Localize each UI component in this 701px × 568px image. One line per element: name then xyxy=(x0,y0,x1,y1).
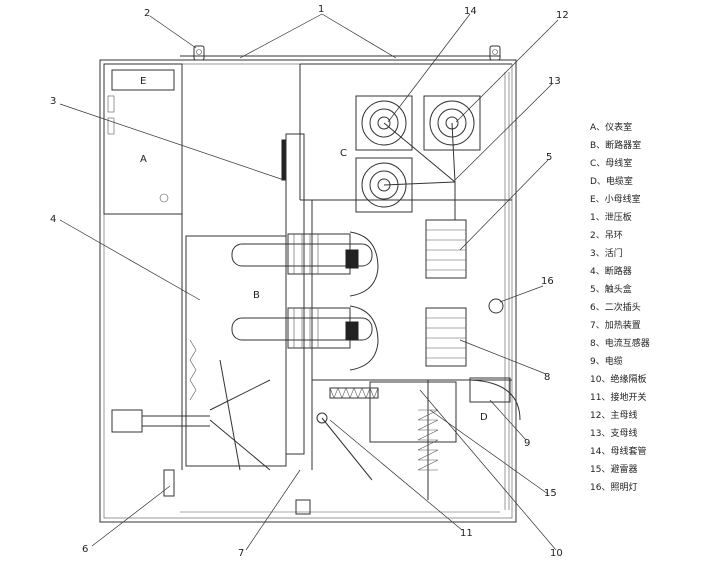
legend-item: 6、二次插头 xyxy=(590,301,641,313)
legend-item: A、仪表室 xyxy=(590,121,632,133)
circuit-breaker xyxy=(111,231,379,471)
partitions xyxy=(181,63,512,510)
callout-10: 10 xyxy=(550,548,563,559)
callout-4: 4 xyxy=(50,214,56,225)
legend-item: 16、照明灯 xyxy=(590,482,637,493)
legend-item: 4、断路器 xyxy=(590,265,632,277)
legend-item: 14、母线套管 xyxy=(590,445,646,457)
callout-8: 8 xyxy=(544,372,550,383)
callout-16: 16 xyxy=(541,276,554,287)
room-label-b: B xyxy=(253,290,260,301)
callout-7: 7 xyxy=(238,548,244,559)
legend-item: 10、绝缘隔板 xyxy=(590,373,646,385)
small-parts xyxy=(163,469,311,515)
callout-3: 3 xyxy=(50,96,56,107)
callout-15: 15 xyxy=(544,488,557,499)
legend-item: 5、触头盒 xyxy=(590,283,632,295)
legend-item: 13、支母线 xyxy=(590,427,637,439)
legend-item: 12、主母线 xyxy=(590,409,637,421)
shutter xyxy=(281,133,305,455)
legend-item: 2、吊环 xyxy=(590,230,623,241)
legend: A、仪表室 B、断路器室 C、母线室 D、电缆室 E、小母线室 1、泄压板 2、… xyxy=(590,121,650,493)
room-label-a: A xyxy=(140,154,147,165)
legend-item: 9、电缆 xyxy=(590,355,623,367)
legend-item: 1、泄压板 xyxy=(590,211,632,223)
room-label-c: C xyxy=(340,148,347,159)
branch-bus xyxy=(383,122,456,220)
legend-item: 15、避雷器 xyxy=(590,463,637,475)
legend-item: 11、接地开关 xyxy=(590,391,646,403)
callout-14: 14 xyxy=(464,6,477,17)
legend-item: C、母线室 xyxy=(590,157,632,169)
callout-1: 1 xyxy=(318,4,324,15)
room-label-d: D xyxy=(480,412,488,423)
legend-item: 7、加热装置 xyxy=(590,319,641,331)
room-label-e: E xyxy=(140,76,146,87)
callout-9: 9 xyxy=(524,438,530,449)
callout-11: 11 xyxy=(460,528,473,539)
callout-5: 5 xyxy=(546,152,552,163)
contact-boxes xyxy=(425,219,467,367)
callout-2: 2 xyxy=(144,8,150,19)
legend-item: E、小母线室 xyxy=(590,193,641,205)
legend-item: B、断路器室 xyxy=(590,139,641,151)
bus-bushings xyxy=(355,95,481,213)
legend-item: 8、电流互感器 xyxy=(590,337,650,349)
callout-6: 6 xyxy=(82,544,88,555)
legend-item: D、电缆室 xyxy=(590,175,633,187)
legend-item: 3、活门 xyxy=(590,247,623,259)
cable-compartment xyxy=(316,298,521,500)
callout-12: 12 xyxy=(556,10,569,21)
callout-13: 13 xyxy=(548,76,561,87)
leader-lines xyxy=(59,13,559,551)
